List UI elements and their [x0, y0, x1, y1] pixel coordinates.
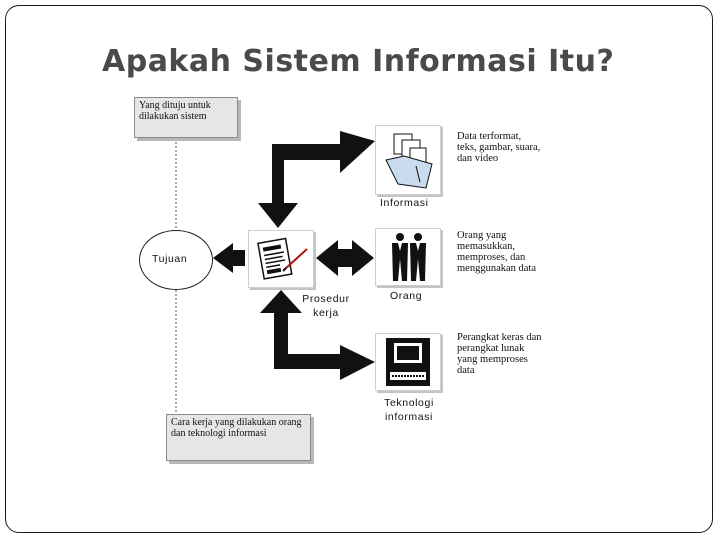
folder-documents-icon — [385, 133, 433, 189]
note-sistem-tujuan: Yang dituju untuk dilakukan sistem — [134, 97, 238, 138]
tujuan-ellipse — [139, 230, 213, 290]
prosedur-label: Prosedur kerja — [296, 292, 356, 320]
informasi-label: Informasi — [380, 197, 429, 209]
slide-frame — [5, 5, 713, 533]
arrow-tujuan-prosedur — [213, 243, 245, 273]
teknologi-box — [375, 333, 441, 391]
arrow-informasi-to-prosedur — [258, 131, 375, 228]
prosedur-label-line2: kerja — [313, 307, 339, 319]
prosedur-label-line1: Prosedur — [302, 293, 350, 305]
orang-label: Orang — [390, 290, 423, 302]
teknologi-label-line2: informasi — [385, 411, 433, 423]
teknologi-label: Teknologi informasi — [372, 396, 446, 424]
computer-icon — [386, 338, 430, 386]
slide-title: Apakah Sistem Informasi Itu? — [102, 44, 615, 79]
arrow-prosedur-orang — [316, 240, 374, 276]
informasi-desc: Data terformat, teks, gambar, suara, dan… — [457, 131, 541, 164]
document-pen-icon — [257, 237, 308, 280]
people-icon — [392, 233, 426, 281]
prosedur-box — [248, 230, 314, 288]
teknologi-desc: Perangkat keras dan perangkat lunak yang… — [457, 332, 542, 376]
arrow-teknologi-to-prosedur — [260, 290, 375, 380]
tujuan-label: Tujuan — [152, 253, 188, 265]
informasi-box — [375, 125, 441, 195]
teknologi-label-line1: Teknologi — [384, 397, 434, 409]
note-cara-kerja: Cara kerja yang dilakukan orang dan tekn… — [166, 414, 311, 461]
orang-desc: Orang yang memasukkan, memproses, dan me… — [457, 230, 537, 274]
orang-box — [375, 228, 441, 286]
